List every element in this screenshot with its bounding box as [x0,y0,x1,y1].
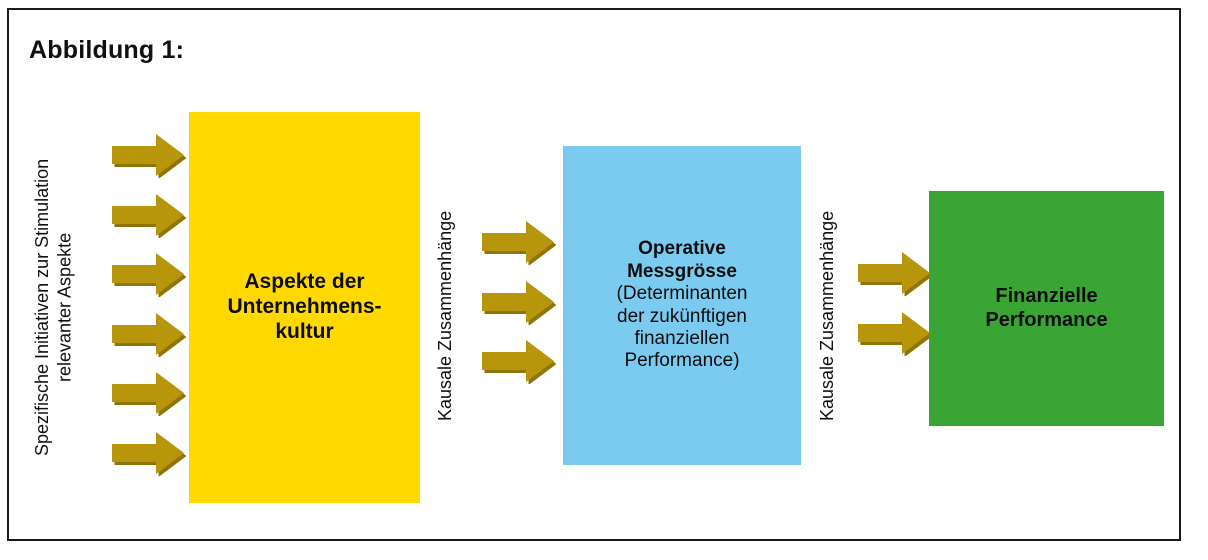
right-vertical-label: Kausale Zusammenhänge [817,210,837,421]
causal-right-arrow-icon-1 [858,250,932,296]
box-operative-messgroesse: Operative Messgrösse (Determinanten der … [563,146,801,465]
stimulation-arrow-icon-3 [112,251,186,297]
stimulation-arrow-icon-6 [112,430,186,476]
box-aspekte-der-unternehmenskultur: Aspekte der Unternehmens- kultur [189,112,420,503]
left-vertical-label-line2: relevanter Aspekte [54,232,75,382]
causal-middle-arrow-icon-1 [482,219,556,265]
box-operative-line4: Performance) [624,350,740,372]
box-aspekte-line2: Unternehmens- [227,295,382,319]
stimulation-arrow-icon-2 [112,192,186,238]
box-finanzielle-line1: Finanzielle [995,284,1098,307]
box-finanzielle-text: Finanzielle Performance [977,285,1115,332]
causal-right-arrow-icon-2 [858,310,932,356]
box-operative-text: Operative Messgrösse (Determinanten der … [609,238,756,372]
stimulation-arrow-icon-5 [112,370,186,416]
middle-vertical-label: Kausale Zusammenhänge [435,210,455,421]
box-operative-line3: finanziellen [634,327,730,349]
stimulation-arrow-icon-4 [112,311,186,357]
box-finanzielle-line2: Performance [985,308,1108,331]
box-operative-line1: (Determinanten [616,283,748,305]
box-operative-bold-line2: Messgrösse [627,260,737,282]
box-finanzielle-performance: Finanzielle Performance [929,191,1164,426]
causal-middle-arrow-icon-2 [482,279,556,325]
causal-middle-arrow-icon-3 [482,338,556,384]
stimulation-arrow-icon-1 [112,132,186,178]
box-aspekte-line1: Aspekte der [244,270,365,294]
box-operative-bold-line1: Operative [638,238,726,260]
page-title: Abbildung 1: [29,36,185,64]
box-aspekte-line3: kultur [275,319,334,343]
box-operative-line2: der zukünftigen [617,305,747,327]
left-vertical-label-line1: Spezifische Initiativen zur Stimulation [32,158,52,456]
box-aspekte-text: Aspekte der Unternehmens- kultur [219,270,389,344]
